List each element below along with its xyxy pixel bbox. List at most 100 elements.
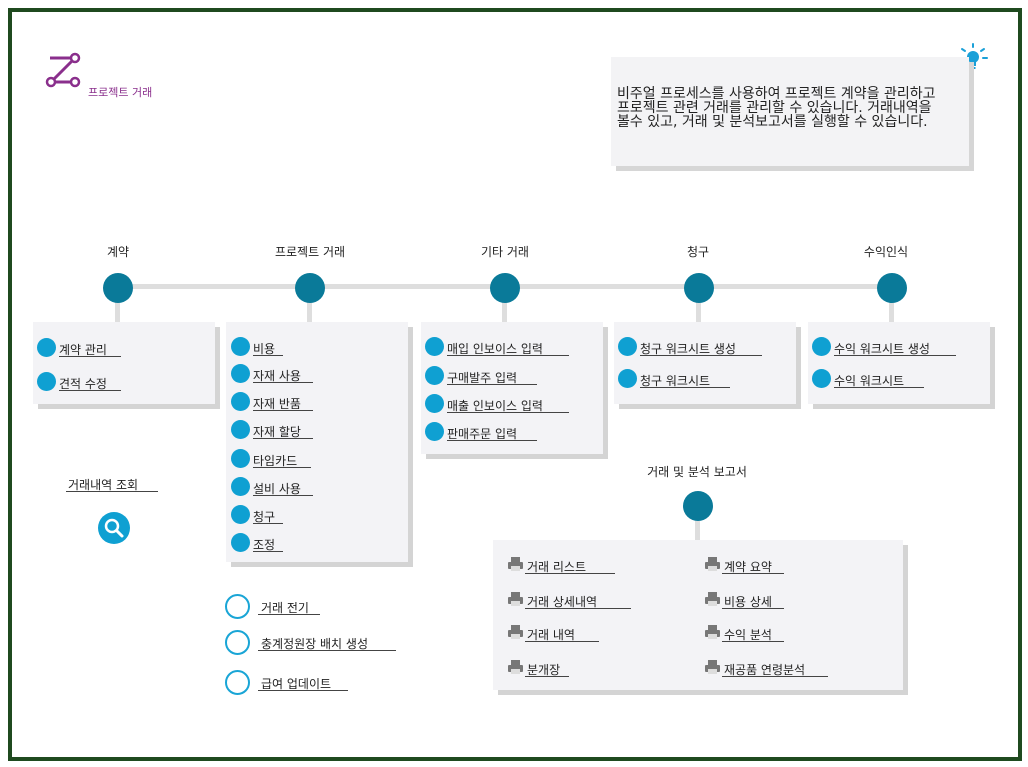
underline bbox=[447, 440, 537, 441]
underline bbox=[59, 390, 121, 391]
printer-icon bbox=[705, 592, 720, 606]
link-label[interactable]: 조정 bbox=[253, 538, 276, 552]
bullet-icon bbox=[812, 337, 831, 356]
underline bbox=[722, 608, 784, 609]
printer-icon bbox=[508, 592, 523, 606]
info-box: 비주얼 프로세스를 사용하여 프로젝트 계약을 관리하고 프로젝트 관련 거래를… bbox=[611, 57, 969, 166]
bullet-icon bbox=[618, 337, 637, 356]
stage-node-contract[interactable] bbox=[103, 273, 133, 303]
bullet-icon bbox=[425, 337, 444, 356]
link-label[interactable]: 청구 워크시트 bbox=[640, 374, 711, 388]
link-label[interactable]: 설비 사용 bbox=[253, 482, 301, 496]
reports-title: 거래 및 분석 보고서 bbox=[647, 465, 747, 479]
link-label[interactable]: 계약 관리 bbox=[59, 343, 107, 357]
connector bbox=[695, 521, 700, 541]
stage-node-other-transactions[interactable] bbox=[490, 273, 520, 303]
connector bbox=[502, 300, 507, 322]
connector bbox=[889, 300, 894, 322]
report-label[interactable]: 재공품 연령분석 bbox=[724, 663, 806, 677]
printer-icon bbox=[705, 660, 720, 674]
printer-icon bbox=[705, 557, 720, 571]
underline bbox=[525, 608, 631, 609]
underline bbox=[253, 551, 283, 552]
report-label[interactable]: 거래 내역 bbox=[527, 628, 575, 642]
link-label[interactable]: 청구 워크시트 생성 bbox=[640, 342, 736, 356]
underline bbox=[253, 523, 283, 524]
report-label[interactable]: 수익 분석 bbox=[724, 628, 772, 642]
bullet-icon bbox=[425, 366, 444, 385]
link-label[interactable]: 비용 bbox=[253, 342, 276, 356]
stage-label-project-transactions: 프로젝트 거래 bbox=[274, 245, 346, 259]
bullet-icon bbox=[37, 372, 56, 391]
transaction-inquiry-link[interactable]: 거래내역 조회 bbox=[68, 478, 139, 492]
bullet-icon bbox=[618, 369, 637, 388]
panel-project-transactions: 비용 자재 사용 자재 반품 자재 할당 타임카드 설비 사용 청구 조정 bbox=[226, 322, 408, 562]
underline bbox=[258, 614, 320, 615]
report-label[interactable]: 거래 상세내역 bbox=[527, 595, 598, 609]
stage-node-revenue-recognition[interactable] bbox=[877, 273, 907, 303]
printer-icon bbox=[508, 625, 523, 639]
search-button[interactable] bbox=[98, 512, 130, 544]
bullet-icon bbox=[231, 505, 250, 524]
link-label[interactable]: 자재 할당 bbox=[253, 425, 301, 439]
process-logo-icon bbox=[45, 50, 85, 92]
link-label[interactable]: 자재 반품 bbox=[253, 397, 301, 411]
link-gl-batch-create[interactable]: 충계정원장 배치 생성 bbox=[261, 637, 368, 651]
underline bbox=[59, 356, 121, 357]
info-line: 볼수 있고, 거래 및 분석보고서를 실행할 수 있습니다. bbox=[617, 114, 928, 130]
stage-label-other-transactions: 기타 거래 bbox=[481, 245, 529, 259]
stage-node-project-transactions[interactable] bbox=[295, 273, 325, 303]
underline bbox=[640, 355, 762, 356]
action-ring-icon[interactable] bbox=[225, 630, 250, 655]
info-line: 프로젝트 관련 거래를 관리할 수 있습니다. 거래내역을 bbox=[617, 100, 932, 116]
underline bbox=[258, 690, 348, 691]
page-title: 프로젝트 거래 bbox=[88, 86, 153, 99]
report-label[interactable]: 거래 리스트 bbox=[527, 560, 587, 574]
stage-node-billing[interactable] bbox=[684, 273, 714, 303]
report-label[interactable]: 계약 요약 bbox=[724, 560, 772, 574]
action-ring-icon[interactable] bbox=[225, 670, 250, 695]
action-ring-icon[interactable] bbox=[225, 594, 250, 619]
report-label[interactable]: 분개장 bbox=[527, 663, 561, 677]
link-post-transactions[interactable]: 거래 전기 bbox=[261, 601, 309, 615]
link-label[interactable]: 자재 사용 bbox=[253, 369, 301, 383]
underline bbox=[253, 438, 313, 439]
underline bbox=[447, 355, 569, 356]
info-line: 비주얼 프로세스를 사용하여 프로젝트 계약을 관리하고 bbox=[617, 86, 936, 102]
underline bbox=[253, 410, 313, 411]
underline bbox=[722, 573, 784, 574]
link-label[interactable]: 매입 인보이스 입력 bbox=[447, 342, 543, 356]
link-label[interactable]: 청구 bbox=[253, 510, 276, 524]
underline bbox=[447, 384, 537, 385]
underline bbox=[253, 382, 313, 383]
reports-node[interactable] bbox=[683, 491, 713, 521]
link-label[interactable]: 매출 인보이스 입력 bbox=[447, 399, 543, 413]
underline bbox=[253, 495, 313, 496]
link-label[interactable]: 구매발주 입력 bbox=[447, 371, 518, 385]
connector bbox=[307, 300, 312, 322]
underline bbox=[66, 491, 158, 492]
panel-reports: 거래 리스트 거래 상세내역 거래 내역 분개장 계약 요약 비용 상세 수익 … bbox=[493, 540, 903, 690]
underline bbox=[447, 412, 569, 413]
report-label[interactable]: 비용 상세 bbox=[724, 595, 772, 609]
panel-other-transactions: 매입 인보이스 입력 구매발주 입력 매출 인보이스 입력 판매주문 입력 bbox=[421, 322, 603, 454]
underline bbox=[525, 676, 569, 677]
underline bbox=[525, 641, 599, 642]
link-label[interactable]: 타임카드 bbox=[253, 454, 298, 468]
link-payroll-update[interactable]: 급여 업데이트 bbox=[261, 677, 332, 691]
underline bbox=[253, 467, 311, 468]
connector bbox=[696, 300, 701, 322]
panel-billing: 청구 워크시트 생성 청구 워크시트 bbox=[614, 322, 796, 404]
printer-icon bbox=[508, 557, 523, 571]
connector bbox=[115, 300, 120, 322]
underline bbox=[834, 387, 924, 388]
bullet-icon bbox=[231, 533, 250, 552]
link-label[interactable]: 수익 워크시트 생성 bbox=[834, 342, 930, 356]
printer-icon bbox=[508, 660, 523, 674]
bullet-icon bbox=[231, 420, 250, 439]
link-label[interactable]: 판매주문 입력 bbox=[447, 427, 518, 441]
panel-contract: 계약 관리 견적 수정 bbox=[33, 322, 215, 404]
link-label[interactable]: 수익 워크시트 bbox=[834, 374, 905, 388]
link-label[interactable]: 견적 수정 bbox=[59, 377, 107, 391]
bullet-icon bbox=[37, 338, 56, 357]
